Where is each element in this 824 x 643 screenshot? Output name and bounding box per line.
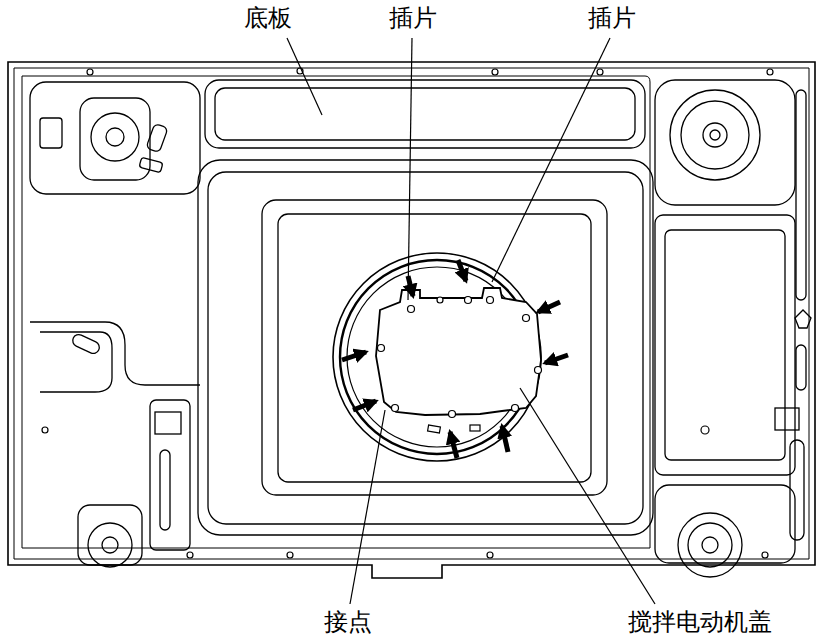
stirrer-ring [333, 253, 541, 461]
drawing-part [437, 297, 443, 303]
drawing-part [376, 288, 541, 415]
drawing-part [428, 425, 480, 433]
drawing-part [710, 130, 720, 140]
drawing-part [392, 405, 399, 412]
drawing-part [87, 69, 93, 75]
drawing-part [545, 355, 568, 363]
part-label: 插片 [386, 4, 440, 33]
drawing-part [353, 401, 376, 410]
top-channel [205, 80, 645, 148]
drawing-part [701, 426, 709, 434]
drawing-part [102, 537, 118, 553]
drawing-part [502, 426, 508, 452]
drawing-part [670, 90, 760, 180]
drawing-part [139, 157, 163, 172]
drawing-part [492, 38, 610, 282]
drawing-part [262, 200, 607, 495]
drawing-part [458, 260, 466, 281]
drawing-part [40, 332, 112, 392]
drawing-part [30, 82, 200, 194]
insertion-arrows [342, 260, 568, 458]
drawing-part [71, 333, 101, 356]
drawing-part [342, 352, 366, 360]
drawing-part [702, 537, 718, 553]
drawing-part [655, 215, 795, 475]
drawing-part [80, 98, 150, 180]
plate-outline [8, 62, 815, 578]
right-features [655, 80, 811, 577]
drawing-part [470, 425, 480, 431]
part-label: 接点 [321, 608, 375, 637]
drawing-part [278, 214, 591, 482]
drawing-part [198, 160, 653, 535]
drawing-part [450, 432, 457, 458]
drawing-part [796, 90, 806, 300]
drawing-part [535, 367, 542, 374]
drawing-part [487, 552, 493, 558]
drawing-part [150, 400, 190, 550]
drawing-part [465, 297, 472, 304]
drawing-part [678, 513, 742, 577]
drawing-part [762, 552, 768, 558]
drawing-part [688, 523, 732, 567]
drawing-part [775, 408, 799, 430]
drawing-part [428, 425, 441, 433]
drawing-part [160, 450, 170, 530]
drawing-part [408, 38, 412, 300]
drawing-part [378, 345, 385, 352]
drawing-part [287, 552, 293, 558]
drawing-part [492, 69, 498, 75]
drawing-part [487, 297, 494, 304]
drawing-part [205, 80, 645, 148]
drawing-part [767, 69, 773, 75]
drawing-part [512, 405, 519, 412]
mounting-holes [42, 68, 773, 558]
drawing-part [655, 485, 795, 563]
drawing-part [449, 411, 456, 418]
drawing-part [88, 523, 132, 567]
drawing-part [538, 302, 560, 312]
drawing-part [155, 412, 181, 434]
drawing-part [795, 310, 811, 328]
drawing-part [146, 123, 168, 152]
drawing-part [665, 230, 785, 460]
drawing-part [187, 552, 193, 558]
drawing-part [796, 345, 806, 390]
stirrer-motor-cover [376, 288, 542, 433]
drawing-part [40, 118, 62, 148]
part-label: 底板 [241, 4, 295, 33]
drawing-part [520, 388, 655, 604]
drawing-part [378, 297, 542, 418]
drawing-part [408, 306, 415, 313]
drawing-part [78, 505, 142, 565]
leader-lines [287, 38, 655, 604]
drawing-part [106, 128, 124, 146]
drawing-part [215, 88, 635, 140]
drawing-part [523, 315, 530, 322]
drawing-part [790, 440, 804, 540]
drawing-part [655, 80, 795, 205]
part-label: 搅拌电动机盖 [625, 608, 775, 637]
drawing-part [208, 172, 643, 524]
drawing-part [22, 76, 650, 548]
drawing-part [681, 101, 749, 169]
drawing-part [8, 62, 815, 578]
drawing-part [287, 38, 322, 115]
drawing-part [703, 123, 727, 147]
drawing-part [597, 69, 603, 75]
drawing-part [91, 113, 139, 161]
left-features [30, 82, 200, 567]
drawing-part [350, 410, 385, 604]
central-recess [198, 160, 653, 535]
drawing-part [333, 253, 541, 461]
part-label: 插片 [585, 4, 639, 33]
drawing-part [42, 427, 48, 433]
